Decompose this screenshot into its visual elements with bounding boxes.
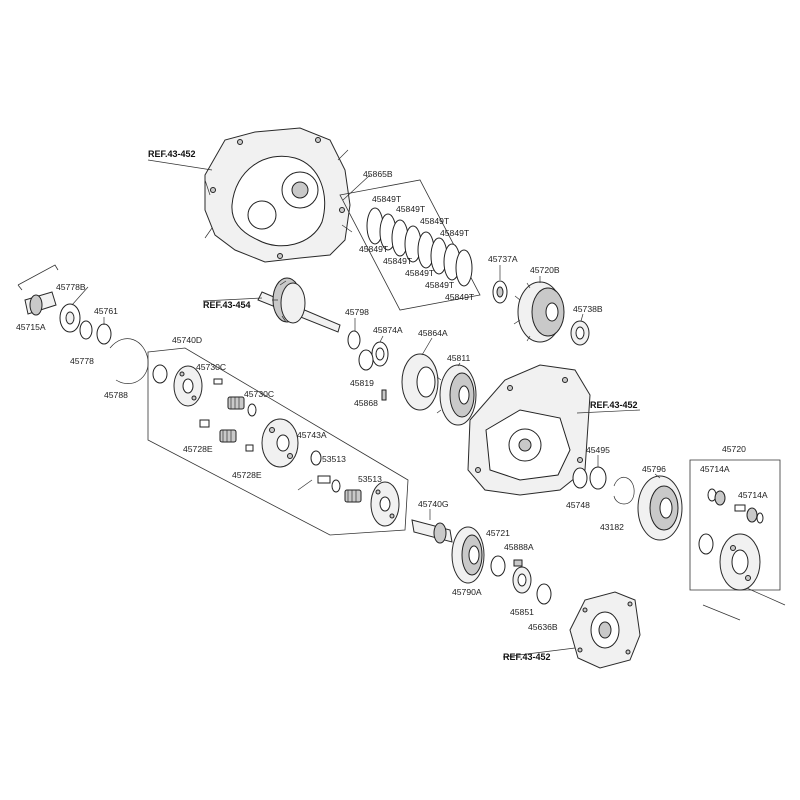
label-45849T-3: 45849T bbox=[420, 216, 450, 226]
ring-45778 bbox=[79, 320, 93, 340]
needle-bearing-2 bbox=[219, 429, 237, 443]
plate-45864A bbox=[401, 353, 439, 411]
carrier-end-plate bbox=[370, 481, 400, 527]
diff-box-45720 bbox=[689, 459, 781, 591]
label-45868: 45868 bbox=[354, 398, 378, 408]
output-shaft-45740G bbox=[411, 519, 453, 544]
label-45798: 45798 bbox=[345, 307, 369, 317]
snap-ring-45788 bbox=[109, 338, 149, 384]
ref-label-cover: REF.43-452 bbox=[503, 652, 551, 662]
ring-45495 bbox=[589, 466, 607, 490]
label-45849T-2: 45849T bbox=[396, 204, 426, 214]
label-45788: 45788 bbox=[104, 390, 128, 400]
label-45849T-7: 45849T bbox=[405, 268, 435, 278]
pin-45730C-1 bbox=[213, 378, 223, 385]
label-45849T-1: 45849T bbox=[372, 194, 402, 204]
pin-45728E-1 bbox=[199, 419, 210, 428]
label-45849T-8: 45849T bbox=[425, 280, 455, 290]
needle-bearing-1 bbox=[227, 396, 245, 410]
label-45743A: 45743A bbox=[297, 430, 327, 440]
clip-43182 bbox=[613, 476, 635, 505]
label-53513-1: 53513 bbox=[322, 454, 346, 464]
label-45730C-2: 45730C bbox=[244, 389, 274, 399]
planet-carrier-plate bbox=[173, 365, 203, 407]
label-45728E-1: 45728E bbox=[183, 444, 213, 454]
carrier-45743A bbox=[261, 418, 299, 468]
ring-45748 bbox=[572, 467, 588, 489]
snap-ring-box bbox=[339, 174, 481, 311]
gear-45811 bbox=[436, 364, 477, 426]
label-45849T-5: 45849T bbox=[359, 244, 389, 254]
ref-label-top: REF.43-452 bbox=[148, 149, 196, 159]
label-45720B: 45720B bbox=[530, 265, 560, 275]
rear-cover bbox=[569, 591, 641, 669]
label-45740D: 45740D bbox=[172, 335, 202, 345]
label-45730C-1: 45730C bbox=[196, 362, 226, 372]
shaft-45715A bbox=[24, 291, 57, 316]
label-45714A-1: 45714A bbox=[700, 464, 730, 474]
label-45865B: 45865B bbox=[363, 169, 393, 179]
transmission-case bbox=[467, 364, 591, 496]
gear-45720B bbox=[513, 281, 565, 343]
label-45715A: 45715A bbox=[16, 322, 46, 332]
label-45811: 45811 bbox=[447, 353, 470, 363]
pinion-45714A-1 bbox=[714, 490, 726, 506]
ring-45819 bbox=[358, 349, 374, 371]
top-housing bbox=[204, 127, 353, 263]
ring-45761 bbox=[96, 323, 112, 345]
label-45849T-9: 45849T bbox=[445, 292, 475, 302]
ref-top-leader bbox=[147, 159, 213, 171]
label-45778B: 45778B bbox=[56, 282, 86, 292]
label-45738B: 45738B bbox=[573, 304, 603, 314]
shaft-45714A bbox=[734, 504, 746, 512]
needle-bearing-3 bbox=[344, 489, 362, 503]
label-45796: 45796 bbox=[642, 464, 666, 474]
washer-53513-1 bbox=[310, 450, 322, 466]
label-45849T-6: 45849T bbox=[383, 256, 413, 266]
label-45864A: 45864A bbox=[418, 328, 448, 338]
ring-45721 bbox=[490, 555, 506, 577]
differential-case bbox=[719, 533, 761, 591]
label-45778: 45778 bbox=[70, 356, 94, 366]
label-43182: 43182 bbox=[600, 522, 624, 532]
label-45714A-2: 45714A bbox=[738, 490, 768, 500]
seal-45888A bbox=[513, 559, 523, 567]
label-45740G: 45740G bbox=[418, 499, 449, 509]
pin-45728E-2 bbox=[245, 444, 254, 452]
snap-ring-stack bbox=[366, 207, 473, 287]
ref-label-case: REF.43-452 bbox=[590, 400, 638, 410]
label-45636B: 45636B bbox=[528, 622, 558, 632]
input-shaft bbox=[257, 277, 341, 333]
carrier-box-45740D bbox=[147, 347, 409, 536]
label-45721: 45721 bbox=[486, 528, 510, 538]
label-45761: 45761 bbox=[94, 306, 118, 316]
ring-45798 bbox=[347, 330, 361, 350]
label-45851: 45851 bbox=[510, 607, 534, 617]
label-45874A: 45874A bbox=[373, 325, 403, 335]
label-45790A: 45790A bbox=[452, 587, 482, 597]
label-45819: 45819 bbox=[350, 378, 374, 388]
washer-diff bbox=[698, 533, 714, 555]
washer-carrier bbox=[152, 364, 168, 384]
ring-45636B bbox=[536, 583, 552, 605]
pin-45868 bbox=[381, 389, 387, 401]
label-53513-2: 53513 bbox=[358, 474, 382, 484]
leader-lines bbox=[71, 276, 661, 520]
pin-carrier bbox=[317, 475, 331, 484]
label-45748: 45748 bbox=[566, 500, 590, 510]
label-45737A: 45737A bbox=[488, 254, 518, 264]
label-45888A: 45888A bbox=[504, 542, 534, 552]
gear-45790A bbox=[451, 526, 485, 584]
label-45849T-4: 45849T bbox=[440, 228, 470, 238]
ref-label-shaft: REF.43-454 bbox=[203, 300, 251, 310]
label-45495: 45495 bbox=[586, 445, 610, 455]
drum-45796 bbox=[637, 475, 683, 541]
label-45728E-2: 45728E bbox=[232, 470, 262, 480]
pinion-45714A-2 bbox=[746, 507, 758, 523]
label-45720: 45720 bbox=[722, 444, 746, 454]
